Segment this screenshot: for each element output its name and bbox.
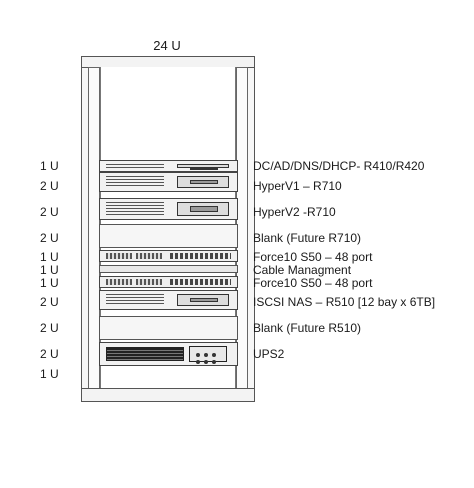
ups-unit — [99, 342, 238, 366]
switch-ports-mid — [136, 279, 162, 285]
unit-label: 2 U — [40, 347, 59, 361]
server-grille — [106, 176, 164, 188]
switch-force10-bottom — [99, 276, 238, 288]
ups-control-panel — [189, 346, 227, 364]
server-hyperv2-r710 — [99, 198, 238, 220]
device-label: Blank (Future R510) — [253, 321, 362, 335]
server-front-panel — [177, 202, 229, 216]
switch-ports-right — [170, 279, 231, 285]
server-grille — [106, 164, 164, 168]
device-label: Force10 S50 – 48 port — [253, 250, 373, 264]
blank-panel-r710 — [99, 224, 238, 248]
rack-size-title: 24 U — [153, 38, 181, 53]
device-label: Cable Managment — [253, 263, 352, 277]
ups-vent — [106, 347, 184, 361]
device-label: HyperV1 – R710 — [253, 179, 342, 193]
device-label: ISCSI NAS – R510 [12 bay x 6TB] — [253, 295, 436, 309]
server-front-panel — [177, 164, 229, 170]
rack-bottom-bar — [82, 388, 254, 401]
server-front-panel — [177, 294, 229, 306]
blank-panel-r510 — [99, 316, 238, 340]
server-dc-r410 — [99, 160, 238, 172]
device-label: UPS2 — [253, 347, 285, 361]
unit-label: 1 U — [40, 367, 59, 381]
server-hyperv1-r710 — [99, 172, 238, 192]
cable-management-panel — [99, 265, 238, 273]
switch-ports-left — [106, 279, 132, 285]
unit-label: 2 U — [40, 295, 59, 309]
switch-force10-top — [99, 250, 238, 262]
server-iscsi-nas-r510 — [99, 290, 238, 310]
device-label: Blank (Future R710) — [253, 231, 362, 245]
unit-label: 1 U — [40, 263, 59, 277]
unit-label: 1 U — [40, 159, 59, 173]
unit-label: 2 U — [40, 321, 59, 335]
unit-label: 2 U — [40, 231, 59, 245]
device-label: Force10 S50 – 48 port — [253, 276, 373, 290]
server-grille — [106, 294, 164, 306]
unit-label: 2 U — [40, 179, 59, 193]
unit-label: 1 U — [40, 276, 59, 290]
unit-label: 2 U — [40, 205, 59, 219]
server-grille — [106, 202, 164, 216]
switch-ports-right — [170, 253, 231, 259]
device-label: HyperV2 -R710 — [253, 205, 336, 219]
switch-ports-left — [106, 253, 132, 259]
device-label: DC/AD/DNS/DHCP- R410/R420 — [253, 159, 425, 173]
server-front-panel — [177, 176, 229, 188]
switch-ports-mid — [136, 253, 162, 259]
unit-label: 1 U — [40, 250, 59, 264]
